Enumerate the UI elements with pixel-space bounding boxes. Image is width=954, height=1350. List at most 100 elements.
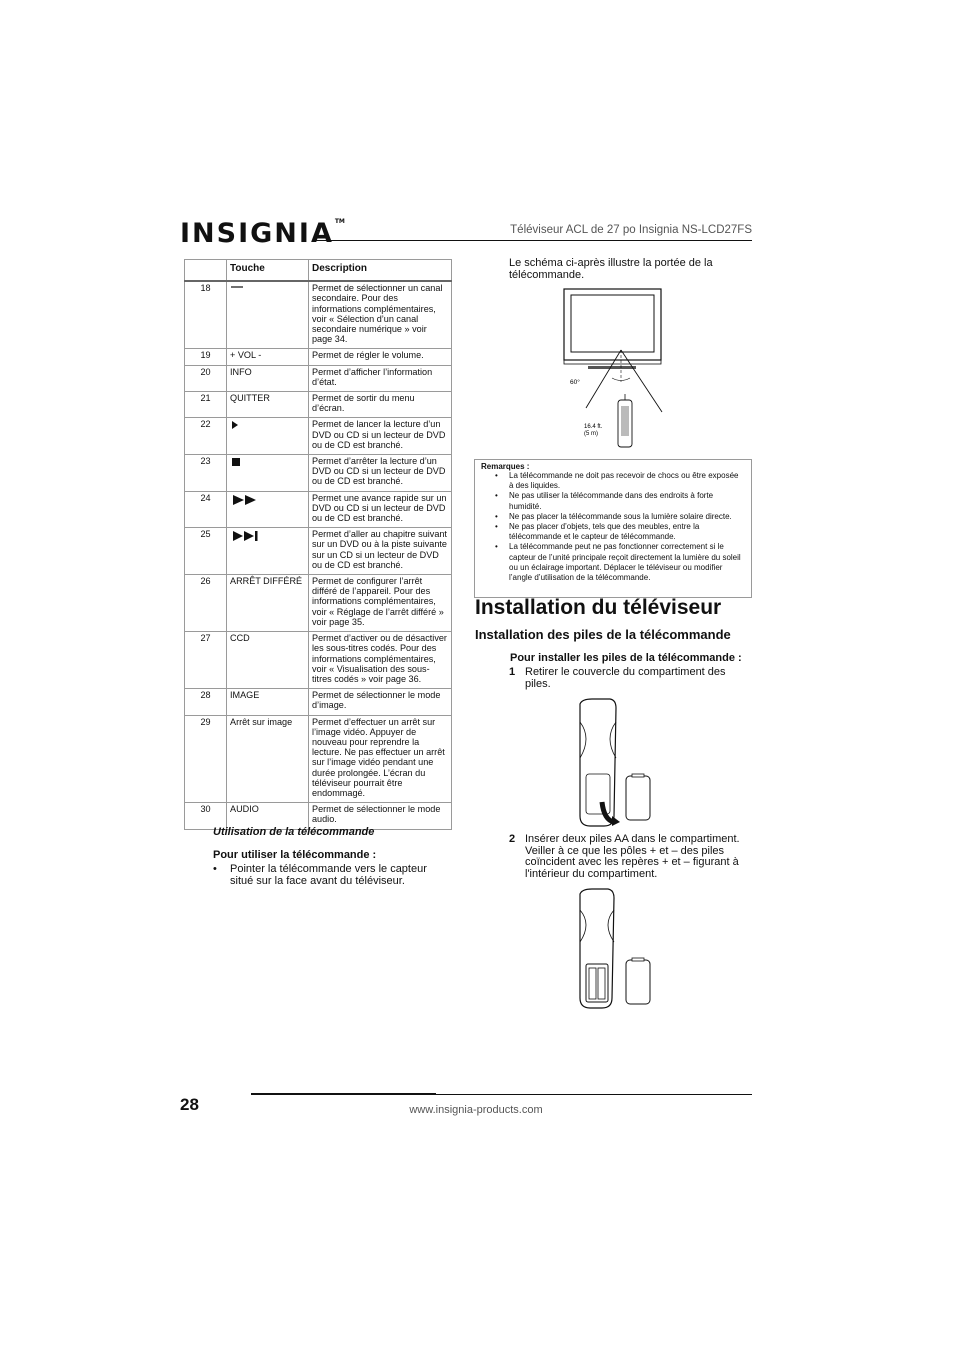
row-key: QUITTER [226, 391, 309, 419]
angle-label: 60° [570, 378, 580, 386]
battery-compartment [585, 773, 611, 815]
row-number: 27 [184, 631, 227, 690]
table-row: 23 Permet d’arrêter la lecture d’un DVD o… [184, 454, 452, 492]
logo-text: INSIGNIA [180, 218, 334, 249]
row-number: 18 [184, 280, 227, 350]
remote-usage-caption: Utilisation de la télécommande [213, 826, 375, 838]
remote-grip-right [607, 909, 615, 943]
row-number: 24 [184, 490, 227, 529]
removal-arrow-head [612, 816, 620, 826]
row-key [226, 490, 309, 529]
battery-cover-removal-illustration [579, 698, 651, 827]
row-description: Permet de sélectionner le mode audio. [308, 802, 452, 830]
step-item: 2 Insérer deux piles AA dans le comparti… [509, 833, 749, 880]
row-key: ARRÊT DIFFÉRÉ [226, 574, 309, 633]
distance-m: (5 m) [584, 431, 598, 437]
row-description: Permet de sélectionner le mode d’image. [308, 688, 452, 716]
battery-right [597, 967, 606, 1000]
notes-box [474, 459, 752, 598]
row-number: 29 [184, 714, 227, 804]
remote-usage-heading: Pour utiliser la télécommande : [213, 849, 377, 861]
distance-ft: 16.4 ft. [584, 424, 603, 430]
note-item: Ne pas placer la télécommande sous la lu… [494, 512, 744, 522]
row-description: Permet de sortir du menu d’écran. [308, 391, 452, 419]
battery-left [588, 967, 597, 1000]
battery-cover [625, 775, 651, 821]
play-icon [230, 419, 240, 433]
row-key: AUDIO [226, 802, 309, 830]
remote-grip-left [579, 909, 587, 943]
notes-label: Remarques : [481, 462, 530, 471]
section-heading: Installation du téléviseur [475, 596, 722, 619]
stop-icon [230, 456, 242, 470]
tv-frame [563, 288, 662, 361]
row-key [226, 280, 309, 350]
tv-screen [570, 294, 655, 353]
range-line-right [620, 349, 663, 413]
row-number: 25 [184, 527, 227, 576]
angle-arc [611, 377, 631, 381]
row-description: Permet de régler le volume. [308, 348, 452, 366]
bullet-text: Pointer la télécommande vers le capteur … [230, 863, 427, 887]
row-description: Permet d’effectuer un arrêt sur l’image … [308, 714, 452, 804]
table-header-row: Touche Description [184, 259, 452, 283]
battery-cover-tab [631, 773, 645, 778]
step-number: 1 [509, 666, 516, 678]
note-item: La télécommande peut ne pas fonctionner … [494, 542, 744, 583]
row-description: Permet de lancer la lecture d’un DVD ou … [308, 417, 452, 456]
step-text: Retirer le couvercle du compartiment des… [525, 666, 726, 690]
row-description: Permet d’activer ou de désactiver les so… [308, 631, 452, 690]
note-item: Ne pas utiliser la télécommande dans des… [494, 491, 744, 511]
footer-url: www.insignia-products.com [409, 1104, 543, 1116]
remote-grip-right [609, 721, 617, 759]
row-key [226, 527, 309, 576]
row-number: 23 [184, 454, 227, 492]
row-description: Permet de configurer l’arrêt différé de … [308, 574, 452, 633]
battery-cover-tab [631, 957, 645, 962]
note-item: Ne pas placer d’objets, tels que des meu… [494, 522, 744, 542]
row-number: 30 [184, 802, 227, 830]
bullet-marker: • [213, 863, 217, 875]
range-line-left [585, 349, 622, 409]
row-key: + VOL - [226, 348, 309, 366]
insignia-logo: INSIGNIATM [180, 218, 345, 249]
tv-stand [588, 366, 636, 369]
skip-next-icon [230, 529, 262, 545]
header-number [184, 259, 227, 283]
row-key [226, 417, 309, 456]
remote-grip-left [579, 721, 587, 759]
range-intro-text: Le schéma ci-après illustre la portée de… [509, 257, 713, 281]
row-number: 21 [184, 391, 227, 419]
procedure-heading: Pour installer les piles de la télécomma… [510, 652, 742, 664]
footer-rule-accent [251, 1093, 436, 1095]
page-number: 28 [180, 1095, 199, 1114]
notes-list: La télécommande ne doit pas recevoir de … [494, 471, 744, 583]
remote-usage-bullet: • Pointer la télécommande vers le capteu… [213, 863, 453, 887]
row-key: INFO [226, 364, 309, 393]
row-description: Permet d’arrêter la lecture d’un DVD ou … [308, 454, 452, 492]
table-row: 22 Permet de lancer la lecture d’un DVD o… [184, 417, 452, 456]
logo-trademark: TM [334, 218, 345, 225]
battery-cover [625, 959, 651, 1005]
row-number: 26 [184, 574, 227, 633]
fast-forward-icon [230, 493, 260, 509]
row-description: Permet une avance rapide sur un DVD ou C… [308, 490, 452, 529]
step-text: Insérer deux piles AA dans le compartime… [525, 833, 740, 880]
row-key: Arrêt sur image [226, 714, 309, 804]
row-number: 22 [184, 417, 227, 456]
note-item: La télécommande ne doit pas recevoir de … [494, 471, 744, 491]
step-item: 1 Retirer le couvercle du compartiment d… [509, 666, 749, 690]
row-description: Permet d’afficher l’information d’état. [308, 364, 452, 393]
remote-buttons [621, 406, 629, 436]
